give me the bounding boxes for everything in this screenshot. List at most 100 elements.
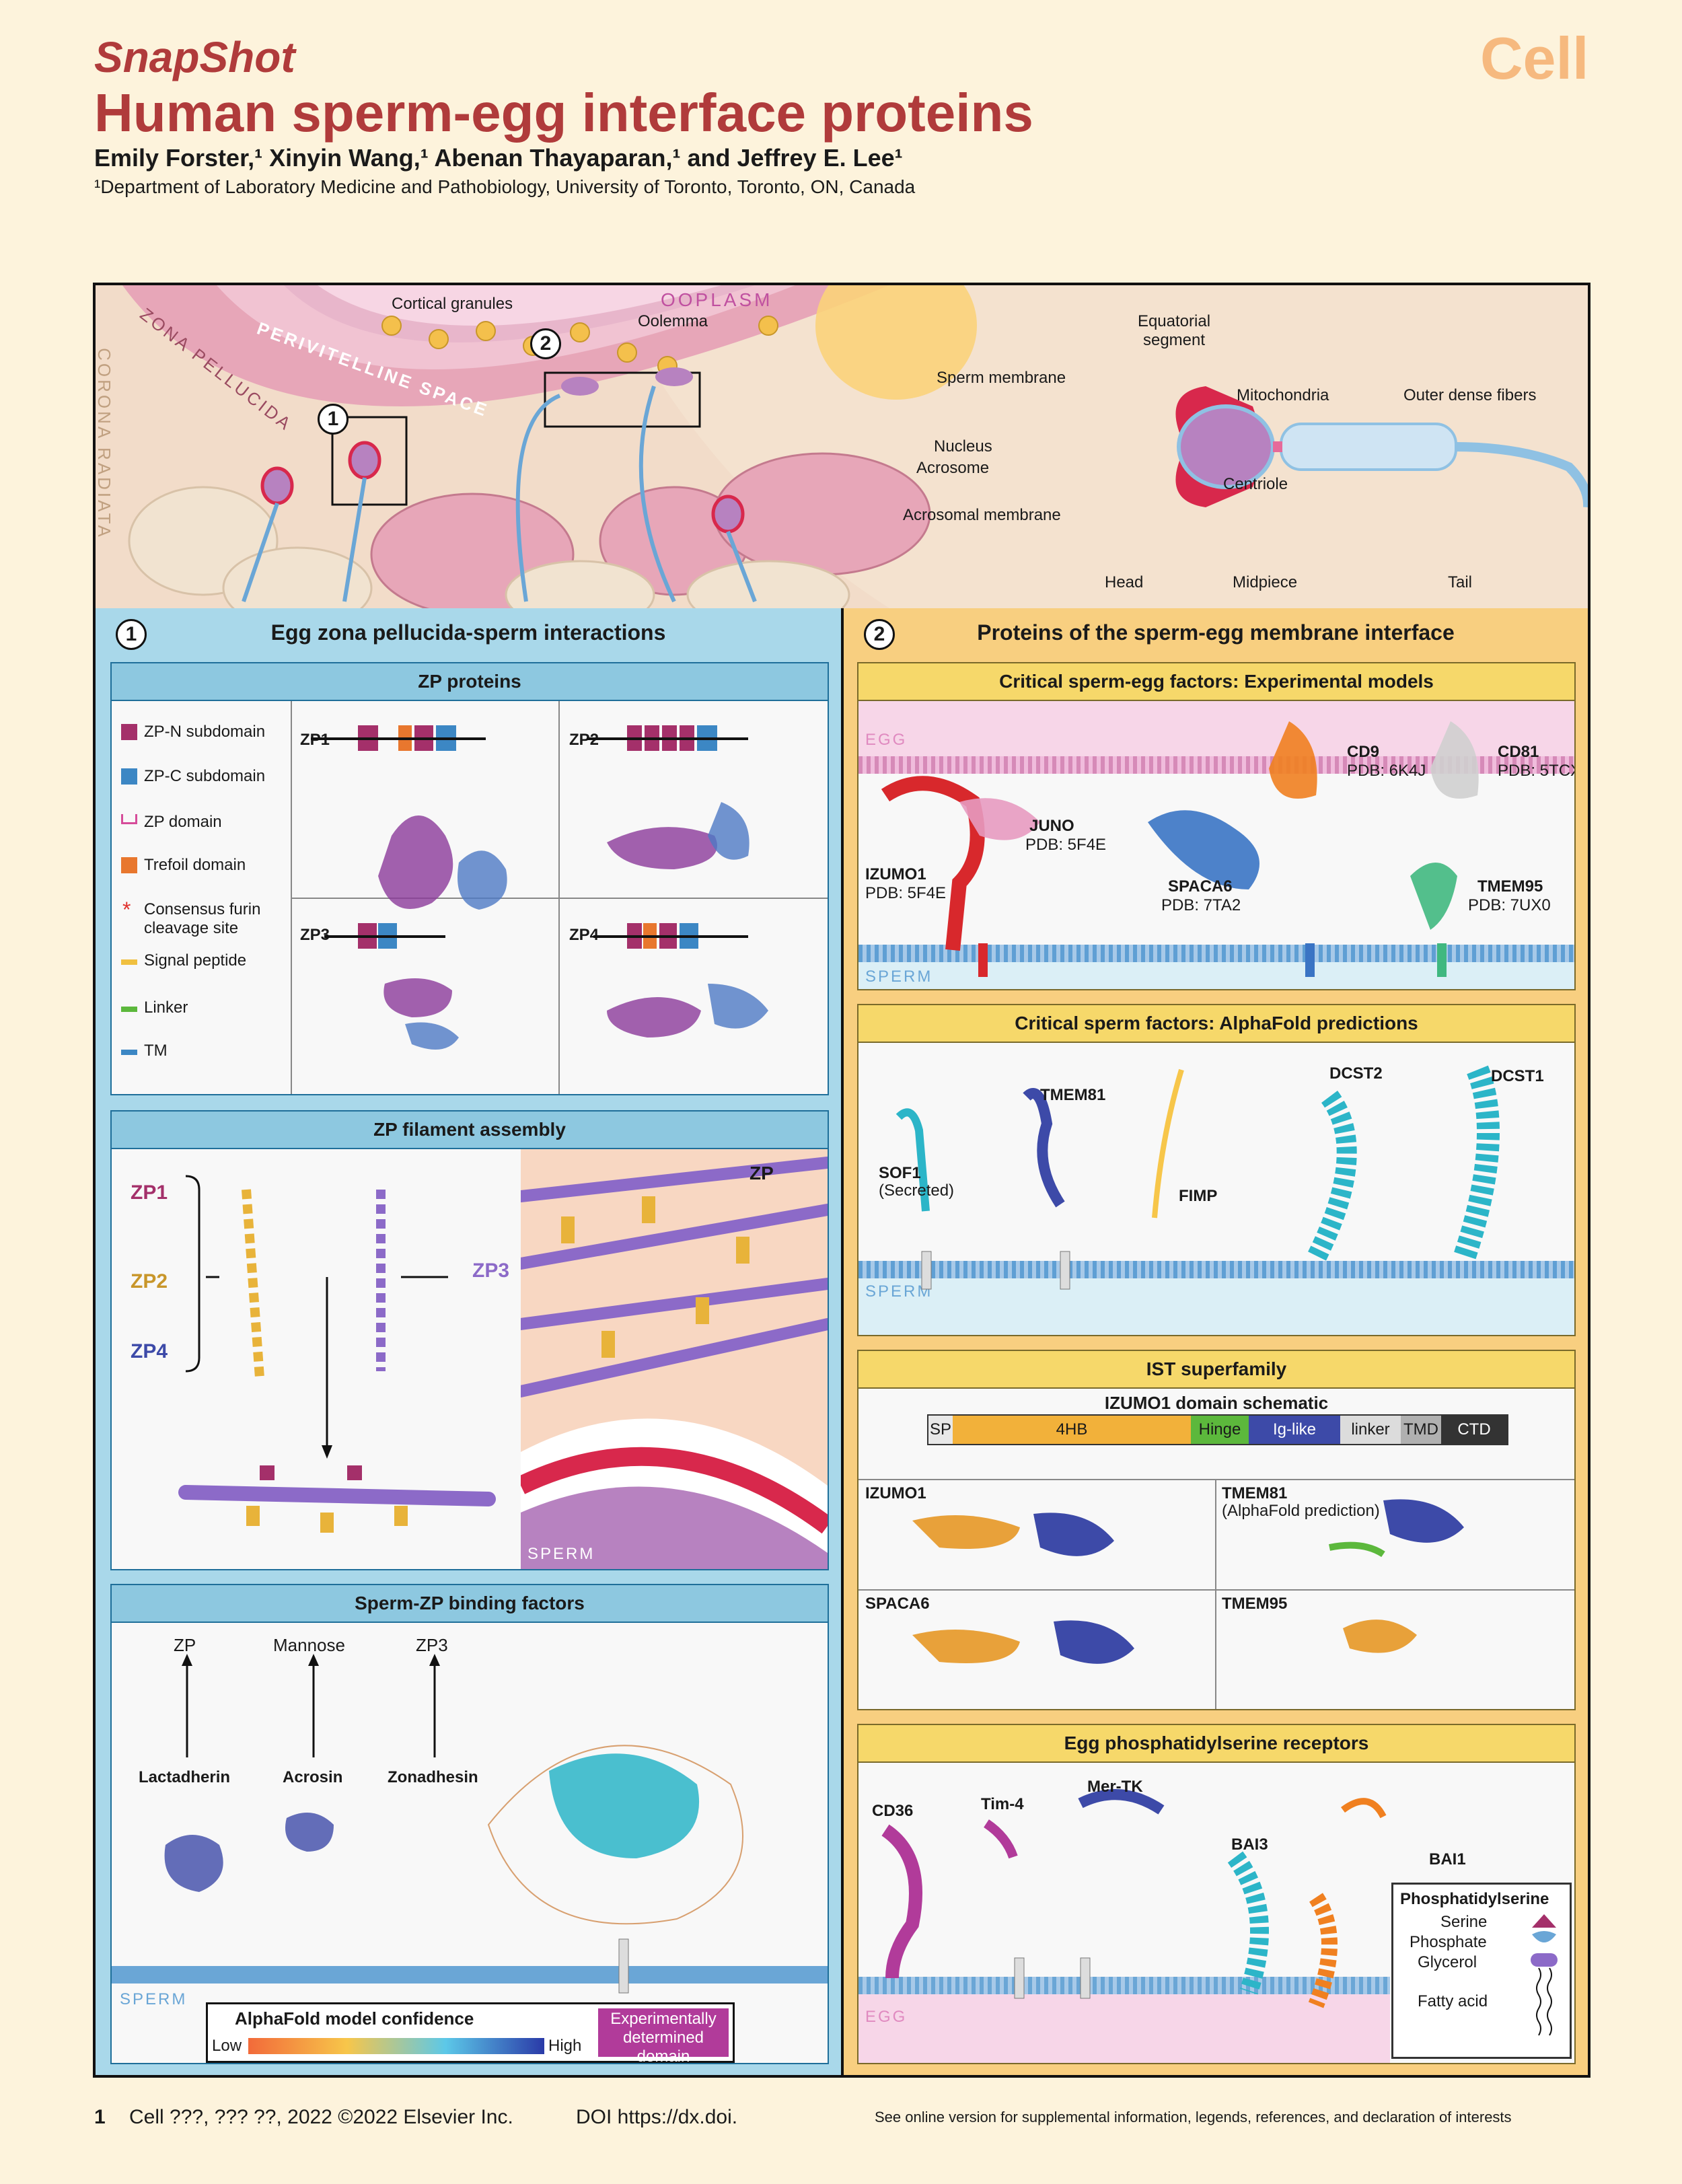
footer-doi: DOI https://dx.doi. [576, 2106, 738, 2128]
legend-zpc: ZP-C subdomain [144, 767, 266, 785]
ps-structures-svg [881, 1789, 1387, 2008]
exp-sperm-label: SPERM [865, 968, 933, 986]
exp-cd81-pdb: PDB: 5TCX [1498, 762, 1576, 780]
confidence-high: High [548, 2037, 582, 2055]
domain-4hb: 4HB [953, 1416, 1191, 1444]
panel-1-number: 1 [116, 619, 147, 650]
exp-juno-pdb: PDB: 5F4E [1025, 836, 1107, 854]
panel-1: 1 Egg zona pellucida-sperm interactions … [96, 608, 844, 2075]
panel-2-number: 2 [864, 619, 895, 650]
confidence-title: AlphaFold model confidence [235, 2008, 474, 2029]
zp-filament-title: ZP filament assembly [112, 1112, 828, 1149]
legend-swatch-zp-domain [121, 814, 137, 824]
label-sperm-membrane: Sperm membrane [937, 369, 1066, 387]
footer-page: 1 [94, 2106, 106, 2128]
ist-tmem95: TMEM95 [1222, 1595, 1288, 1613]
alphafold-sperm-label: SPERM [865, 1282, 933, 1301]
filament-zp3: ZP3 [472, 1260, 510, 1282]
panel-1-title: Egg zona pellucida-sperm interactions [270, 620, 666, 645]
label-cortical: Cortical granules [392, 295, 513, 313]
label-head: Head [1105, 573, 1144, 591]
exp-cd81-name: CD81 [1498, 743, 1539, 761]
domain-ctd: CTD [1441, 1416, 1507, 1444]
exp-izumo1-name: IZUMO1 [865, 865, 926, 883]
ist-divider-v [1215, 1479, 1216, 1709]
ps-legend-glycerol: Glycerol [1418, 1953, 1477, 1971]
ps-cd36: CD36 [872, 1802, 914, 1820]
domain-tmd: TMD [1401, 1416, 1441, 1444]
experimental-title: Critical sperm-egg factors: Experimental… [858, 663, 1574, 701]
domain-sp: SP [928, 1416, 953, 1444]
binding-title: Sperm-ZP binding factors [112, 1585, 828, 1623]
ps-egg-region [858, 1994, 1390, 2063]
confidence-legend: AlphaFold model confidence Low High Expe… [206, 2002, 735, 2063]
exp-cd9-name: CD9 [1347, 743, 1380, 761]
alphafold-sperm-region [858, 1278, 1574, 1335]
exp-tmem95-name: TMEM95 [1477, 877, 1543, 896]
legend-furin: Consensus furin cleavage site [144, 900, 261, 937]
label-nucleus: Nucleus [934, 437, 992, 456]
panel-2: 2 Proteins of the sperm-egg membrane int… [844, 608, 1588, 2075]
af-fimp: FIMP [1179, 1187, 1218, 1205]
ist-tmem81-note: (AlphaFold prediction) [1222, 1502, 1380, 1520]
zp-filament-box: ZP filament assembly ZP SPERM ZP1 ZP2 [110, 1110, 829, 1570]
footer-note: See online version for supplemental info… [875, 2109, 1512, 2125]
filament-assembly-svg [178, 1175, 496, 1533]
factor-lactadherin: Lactadherin [139, 1768, 231, 1786]
zp-proteins-title: ZP proteins [112, 663, 828, 701]
ps-egg-label: EGG [865, 2008, 908, 2026]
filament-zp-svg [521, 1149, 828, 1569]
label-corona: CORONA RADIATA [94, 348, 114, 540]
zp-structures-svg [311, 725, 768, 1050]
legend-furin-star: * [122, 898, 131, 922]
alphafold-box: Critical sperm factors: AlphaFold predic… [857, 1004, 1576, 1336]
ps-molecule-svg [1531, 1914, 1558, 2036]
ist-divider-h2 [858, 1589, 1574, 1591]
overview-svg [96, 285, 1588, 608]
zp-grid-divider-h [291, 898, 828, 899]
label-mitochondria: Mitochondria [1237, 386, 1329, 404]
legend-signal: Signal peptide [144, 951, 247, 970]
label-midpiece: Midpiece [1233, 573, 1298, 591]
zp3-label: ZP3 [300, 926, 330, 944]
box-2-marker: 2 [530, 328, 561, 359]
label-acrosomal-membrane: Acrosomal membrane [903, 506, 1061, 524]
binding-svg [112, 1654, 828, 1994]
ps-bai1: BAI1 [1429, 1850, 1466, 1868]
exp-tmem95-pdb: PDB: 7UX0 [1468, 896, 1551, 914]
label-equatorial: Equatorial segment [1137, 312, 1211, 349]
experimental-label: Experimentally determined domain [610, 2010, 717, 2064]
panel-2-title: Proteins of the sperm-egg membrane inter… [977, 620, 1455, 645]
binding-sperm-label: SPERM [120, 1990, 188, 2008]
ps-tim4: Tim-4 [981, 1795, 1024, 1813]
label-ooplasm: OOPLASM [661, 289, 773, 310]
ist-box: IST superfamily IZUMO1 domain schematic … [857, 1350, 1576, 1710]
affiliation: ¹Department of Laboratory Medicine and P… [94, 176, 916, 197]
ist-title: IST superfamily [858, 1351, 1574, 1389]
legend-zp-domain: ZP domain [144, 813, 222, 831]
exp-izumo1-pdb: PDB: 5F4E [865, 884, 947, 902]
page-title: Human sperm-egg interface proteins [94, 83, 1033, 143]
legend-swatch-zpc [121, 768, 137, 785]
ps-mertk: Mer-TK [1087, 1778, 1143, 1796]
filament-zp1: ZP1 [131, 1181, 168, 1204]
af-dcst2: DCST2 [1329, 1064, 1383, 1083]
zp-proteins-box: ZP proteins ZP-N subdomain ZP-C subdomai… [110, 662, 829, 1095]
target-zp: ZP [174, 1635, 196, 1655]
ps-box: Egg phosphatidylserine receptors EGG CD3… [857, 1724, 1576, 2064]
legend-swatch-tm [121, 1050, 137, 1055]
label-centriole: Centriole [1223, 475, 1288, 493]
ps-title: Egg phosphatidylserine receptors [858, 1725, 1574, 1763]
sperm-region [858, 959, 1574, 989]
ps-legend-fatty-acid: Fatty acid [1418, 1992, 1488, 2010]
figure-frame: CORONA RADIATA ZONA PELLUCIDA PERIVITELL… [93, 283, 1590, 2078]
legend-swatch-signal [121, 959, 137, 965]
legend-swatch-zpn [121, 724, 137, 740]
ps-legend-serine: Serine [1440, 1913, 1488, 1931]
target-zp3: ZP3 [416, 1635, 448, 1655]
domain-hinge: Hinge [1191, 1416, 1249, 1444]
filament-zp4: ZP4 [131, 1340, 168, 1362]
legend-trefoil: Trefoil domain [144, 856, 246, 874]
sperm-membrane [858, 945, 1574, 962]
footer-citation: Cell ???, ??? ??, 2022 ©2022 Elsevier In… [129, 2106, 513, 2128]
